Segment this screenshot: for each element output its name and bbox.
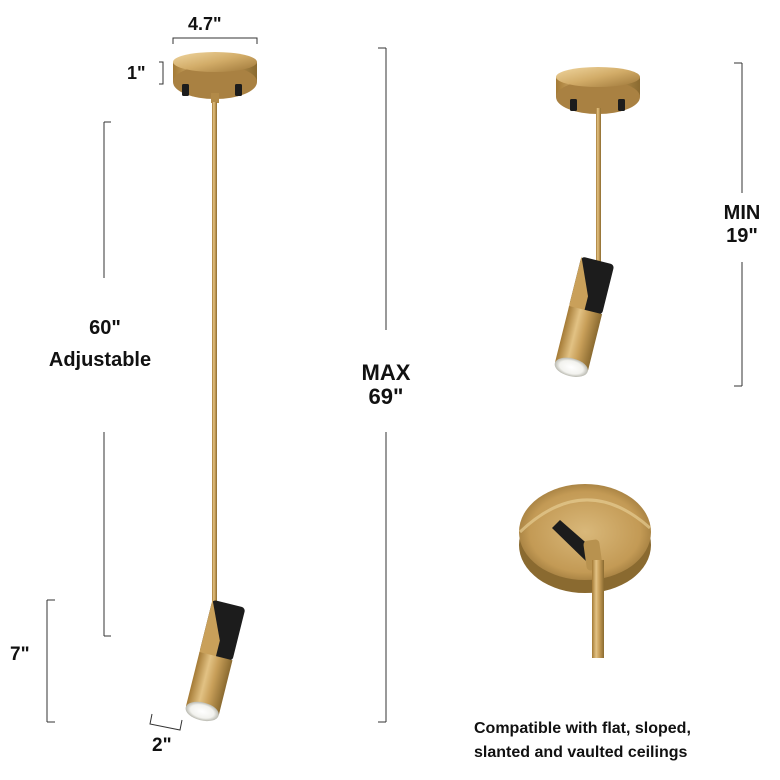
min-value-label: 19" xyxy=(726,225,758,247)
caption-line-1: Compatible with flat, sloped, xyxy=(474,720,691,737)
max-label: MAX xyxy=(361,360,411,385)
min-rod xyxy=(596,108,601,268)
min-label: MIN xyxy=(723,202,761,224)
min-canopy xyxy=(556,67,640,114)
canopy-height-label: 1" xyxy=(127,63,146,83)
rod xyxy=(212,102,217,612)
shade-diameter-label: 2" xyxy=(152,735,172,756)
rod-note-label: Adjustable xyxy=(48,349,152,371)
canopy-closeup xyxy=(518,484,651,658)
canopy-width-label: 4.7" xyxy=(188,14,222,34)
rod-length-label: 60" xyxy=(89,317,121,339)
spotlight xyxy=(185,599,245,722)
caption-line-2: slanted and vaulted ceilings xyxy=(474,744,688,761)
canopy xyxy=(173,52,257,103)
min-height-lamp xyxy=(554,67,640,377)
dimension-lines xyxy=(46,37,743,731)
min-spotlight xyxy=(554,256,614,377)
main-lamp xyxy=(173,52,257,722)
shade-length-label: 7" xyxy=(10,644,30,665)
max-value-label: 69" xyxy=(368,384,404,409)
